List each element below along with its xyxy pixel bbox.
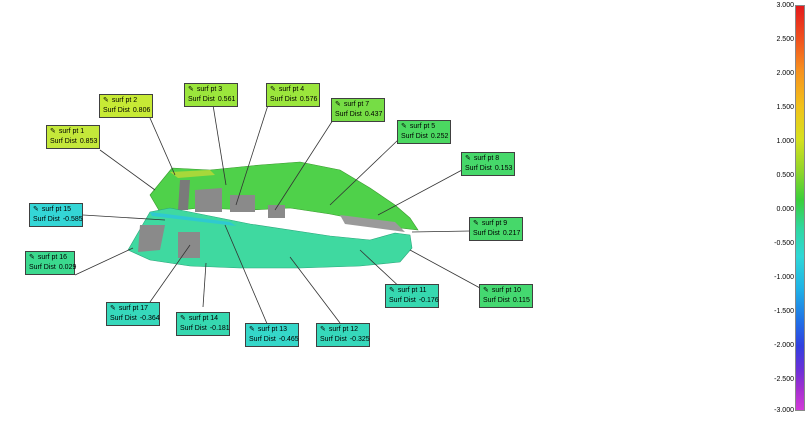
probe-icon: ✎: [29, 254, 35, 261]
probe-icon: ✎: [33, 206, 39, 213]
probe-icon: ✎: [389, 287, 395, 294]
scale-tick: -3.000: [774, 407, 794, 414]
probe-icon: ✎: [465, 155, 471, 162]
scale-tick: -0.500: [774, 240, 794, 247]
scale-tick: 2.500: [776, 36, 794, 43]
color-scale-bar: [795, 5, 805, 411]
leader-lines: [74, 104, 481, 327]
probe-icon: ✎: [103, 97, 109, 104]
annotation-surf-pt-13[interactable]: ✎surf pt 13 Surf Dist-0.465: [245, 323, 299, 347]
scale-tick: 2.000: [776, 70, 794, 77]
annotation-surf-pt-17[interactable]: ✎surf pt 17 Surf Dist-0.364: [106, 302, 160, 326]
scale-tick: 1.500: [776, 104, 794, 111]
annotation-surf-pt-14[interactable]: ✎surf pt 14 Surf Dist-0.181: [176, 312, 230, 336]
probe-icon: ✎: [270, 86, 276, 93]
probe-icon: ✎: [483, 287, 489, 294]
scale-tick: 0.000: [776, 206, 794, 213]
scale-tick: -2.500: [774, 376, 794, 383]
probe-icon: ✎: [320, 326, 326, 333]
probe-icon: ✎: [50, 128, 56, 135]
annotation-surf-pt-12[interactable]: ✎surf pt 12 Surf Dist-0.325: [316, 323, 370, 347]
probe-icon: ✎: [249, 326, 255, 333]
scale-tick: -2.000: [774, 342, 794, 349]
probe-icon: ✎: [180, 315, 186, 322]
probe-icon: ✎: [335, 101, 341, 108]
scale-tick: -1.000: [774, 274, 794, 281]
probe-icon: ✎: [473, 220, 479, 227]
scale-tick: 0.500: [776, 172, 794, 179]
annotation-surf-pt-11[interactable]: ✎surf pt 11 Surf Dist-0.176: [385, 284, 439, 308]
probe-icon: ✎: [401, 123, 407, 130]
probe-icon: ✎: [188, 86, 194, 93]
annotation-surf-pt-15[interactable]: ✎surf pt 15 Surf Dist-0.585: [29, 203, 83, 227]
probe-icon: ✎: [110, 305, 116, 312]
scale-tick: -1.500: [774, 308, 794, 315]
scale-tick: 3.000: [776, 2, 794, 9]
scale-tick: 1.000: [776, 138, 794, 145]
